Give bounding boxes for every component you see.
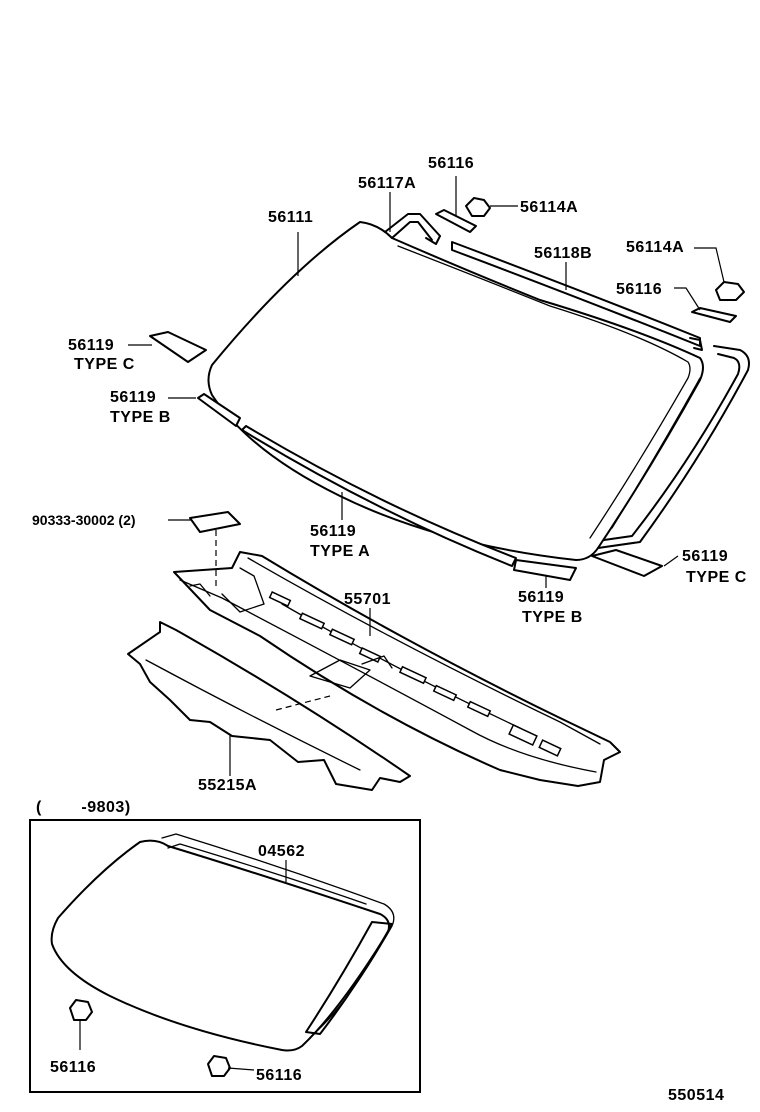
cowl-seal[interactable]: [127, 621, 411, 791]
label-inset-range: ( -9803): [36, 799, 131, 816]
label-fastener: 90333-30002 (2): [32, 512, 136, 528]
inset-windshield[interactable]: [50, 833, 395, 1052]
right-side-moulding[interactable]: [597, 345, 750, 549]
label-clip-top: 56116: [428, 155, 474, 172]
label-clip-top-a: 56114A: [520, 199, 578, 216]
label-cowl-seal: 55215A: [198, 777, 257, 794]
upper-moulding[interactable]: [384, 213, 441, 245]
side-moulding[interactable]: [451, 241, 703, 351]
label-spacer-a-type: TYPE A: [310, 543, 370, 560]
top-fastener[interactable]: [465, 197, 491, 217]
spacer-type-a[interactable]: [241, 425, 517, 567]
label-inset-clip-left: 56116: [50, 1059, 96, 1076]
label-inset-clip-right: 56116: [256, 1067, 302, 1084]
cowl-panel[interactable]: [173, 551, 621, 787]
right-clip[interactable]: [691, 307, 737, 323]
inset-clip-left[interactable]: [69, 999, 93, 1021]
label-side-moulding: 56118B: [534, 245, 592, 262]
label-windshield-glass: 56111: [268, 209, 313, 226]
label-upper-moulding: 56117A: [358, 175, 416, 192]
inset-box: [29, 819, 421, 1093]
label-clip-right: 56116: [616, 281, 662, 298]
spacer-type-c-right[interactable]: [591, 549, 663, 577]
label-cowl-panel: 55701: [344, 591, 391, 608]
fastener-pad[interactable]: [189, 511, 241, 533]
label-clip-right-a: 56114A: [626, 239, 684, 256]
top-clip[interactable]: [435, 209, 477, 233]
label-spacer-b-left-type: TYPE B: [110, 409, 171, 426]
spacer-type-c-left[interactable]: [149, 331, 207, 363]
label-spacer-c-right: 56119: [682, 548, 728, 565]
label-spacer-b-right-type: TYPE B: [522, 609, 583, 626]
label-spacer-b-left: 56119: [110, 389, 156, 406]
label-spacer-b-right: 56119: [518, 589, 564, 606]
label-inset-kit: 04562: [258, 843, 305, 860]
label-spacer-c-right-type: TYPE C: [686, 569, 747, 586]
label-spacer-a: 56119: [310, 523, 356, 540]
label-spacer-c-left: 56119: [68, 337, 114, 354]
spacer-type-b-right[interactable]: [513, 559, 577, 581]
spacer-type-b-left[interactable]: [197, 393, 241, 427]
inset-clip-right[interactable]: [207, 1055, 231, 1077]
windshield-glass[interactable]: [207, 221, 704, 561]
right-fastener[interactable]: [715, 281, 745, 301]
label-diagram-number: 550514: [668, 1087, 724, 1104]
label-spacer-c-left-type: TYPE C: [74, 356, 135, 373]
